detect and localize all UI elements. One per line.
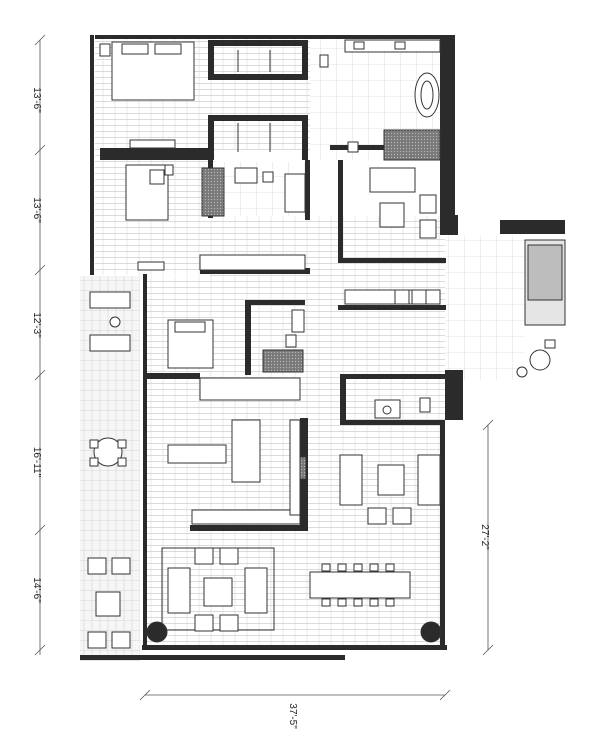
dresser bbox=[137, 261, 165, 271]
bath-2 bbox=[201, 167, 306, 217]
dryer bbox=[411, 289, 427, 305]
shower bbox=[383, 129, 441, 161]
chair bbox=[392, 507, 412, 525]
lounge-chair bbox=[89, 334, 131, 352]
sink bbox=[394, 41, 406, 50]
powder-toilet bbox=[419, 397, 431, 413]
ottoman bbox=[379, 202, 405, 228]
column bbox=[420, 621, 442, 643]
area-rug bbox=[161, 547, 275, 631]
dining-table-large bbox=[309, 571, 411, 599]
chair bbox=[194, 547, 214, 565]
terrace bbox=[87, 291, 131, 649]
living-room bbox=[146, 547, 442, 643]
terrace-table bbox=[95, 591, 121, 617]
primary-bedroom bbox=[99, 41, 271, 152]
chair bbox=[219, 614, 239, 632]
toilet bbox=[347, 141, 359, 153]
vanity-2 bbox=[234, 167, 258, 184]
dim-left-1: 13'-6" bbox=[31, 87, 42, 113]
sofa bbox=[339, 454, 363, 506]
dim-right: 27'-2" bbox=[479, 524, 490, 550]
bedroom-2 bbox=[125, 164, 306, 271]
chair bbox=[219, 547, 239, 565]
pillow bbox=[121, 43, 149, 55]
pantry bbox=[199, 377, 301, 401]
dimension-labels: 13'-6" 13'-6" 12'-3" 16'-11" 14'-6" 27'-… bbox=[31, 87, 490, 729]
nightstand bbox=[164, 164, 174, 176]
column bbox=[146, 621, 168, 643]
kitchen bbox=[167, 377, 307, 525]
dim-left-2: 13'-6" bbox=[31, 197, 42, 223]
cabinet bbox=[419, 219, 437, 239]
chair bbox=[194, 614, 214, 632]
dimension-lines bbox=[34, 34, 494, 701]
walls bbox=[80, 35, 565, 660]
coffee-table bbox=[203, 577, 233, 607]
pillow bbox=[149, 169, 165, 185]
powder-room bbox=[374, 397, 431, 419]
counter bbox=[191, 509, 301, 525]
counter bbox=[289, 419, 301, 516]
toilet-3 bbox=[285, 334, 297, 348]
kitchen-island bbox=[231, 419, 261, 483]
dim-left-3: 12'-3" bbox=[31, 312, 42, 338]
coffee-table bbox=[377, 464, 405, 496]
sofa bbox=[244, 567, 268, 614]
sofa bbox=[167, 567, 191, 614]
double-vanity bbox=[344, 39, 441, 53]
dim-bottom: 37'-5" bbox=[287, 703, 298, 729]
sofa bbox=[417, 454, 441, 506]
shower-2 bbox=[201, 167, 225, 217]
chair bbox=[529, 349, 551, 371]
washer bbox=[394, 289, 410, 305]
dim-left-5: 14'-6" bbox=[31, 577, 42, 603]
dining-table bbox=[167, 444, 227, 464]
dim-left-4: 16'-11" bbox=[31, 447, 42, 478]
elevator-vestibule bbox=[516, 239, 566, 378]
vanity-3 bbox=[291, 309, 305, 333]
walk-in-closet bbox=[344, 167, 441, 305]
sink bbox=[353, 41, 365, 50]
pillow bbox=[154, 43, 182, 55]
closet-2 bbox=[199, 254, 306, 271]
media-area bbox=[339, 454, 441, 525]
cabinet bbox=[419, 194, 437, 214]
chair bbox=[369, 167, 416, 193]
chair bbox=[367, 507, 387, 525]
shower-3 bbox=[262, 349, 304, 373]
pillow bbox=[174, 321, 206, 333]
lounge-chair bbox=[89, 291, 131, 309]
round-table bbox=[93, 437, 123, 467]
dining-area bbox=[309, 563, 411, 607]
bench bbox=[129, 139, 176, 149]
toilet-2 bbox=[262, 171, 274, 183]
foyer-floor bbox=[445, 235, 525, 380]
nightstand bbox=[99, 43, 111, 57]
primary-bath bbox=[319, 39, 441, 161]
bathtub-2 bbox=[284, 173, 306, 213]
